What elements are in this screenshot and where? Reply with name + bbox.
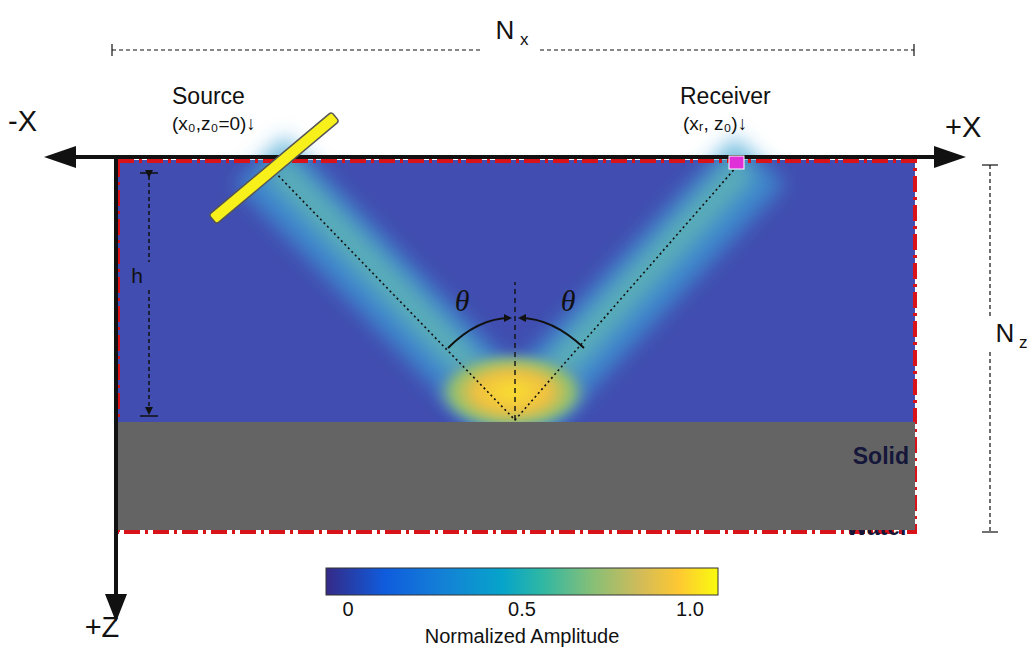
dimension-line <box>540 49 914 50</box>
dimension-line <box>112 49 480 50</box>
source-coordinates: (x₀,z₀=0)↓ <box>172 114 256 135</box>
dimension-label: N <box>496 16 515 45</box>
angle-label: θ <box>455 284 470 317</box>
angle-arc <box>448 318 510 348</box>
water-region: Water <box>118 160 915 422</box>
dimension-tick <box>140 415 158 417</box>
dimension-label: h <box>131 264 143 287</box>
dimension-line <box>148 176 150 262</box>
dimension-label: N <box>996 319 1015 348</box>
dimension-tick <box>913 44 914 56</box>
dimension-line <box>989 165 990 318</box>
z-axis <box>114 155 118 600</box>
region-label: Solid <box>853 444 909 469</box>
receiver-label: Receiver <box>680 84 771 109</box>
ray-path <box>268 165 738 420</box>
dimension-tick <box>140 172 158 174</box>
angle-label: θ <box>561 284 576 317</box>
x-axis <box>60 155 940 159</box>
axis-label: +X <box>945 112 981 144</box>
domain-boundary <box>118 161 915 532</box>
receiver-point <box>729 156 744 169</box>
source-label: Source <box>172 84 245 109</box>
axis-label: -X <box>8 106 37 138</box>
colorbar-tick: 0 <box>342 598 353 620</box>
colorbar-tick: 0.5 <box>508 598 536 620</box>
dimension-tick <box>111 44 112 56</box>
colorbar <box>326 568 718 595</box>
solid-region: Solid <box>118 422 915 530</box>
axis-arrowhead <box>44 146 76 168</box>
colorbar-tick: 1.0 <box>676 598 704 620</box>
axis-label: +Z <box>85 612 120 644</box>
axis-arrowhead <box>934 146 966 168</box>
colorbar-title: Normalized Amplitude <box>425 625 620 647</box>
angle-arc <box>520 318 584 348</box>
dimension-subscript: z <box>1019 334 1028 353</box>
receiver-coordinates: (xᵣ, z₀)↓ <box>683 114 747 135</box>
normal-line <box>514 282 515 420</box>
dimension-line <box>148 290 150 413</box>
dimension-subscript: x <box>520 31 529 50</box>
dimension-line <box>989 352 990 532</box>
